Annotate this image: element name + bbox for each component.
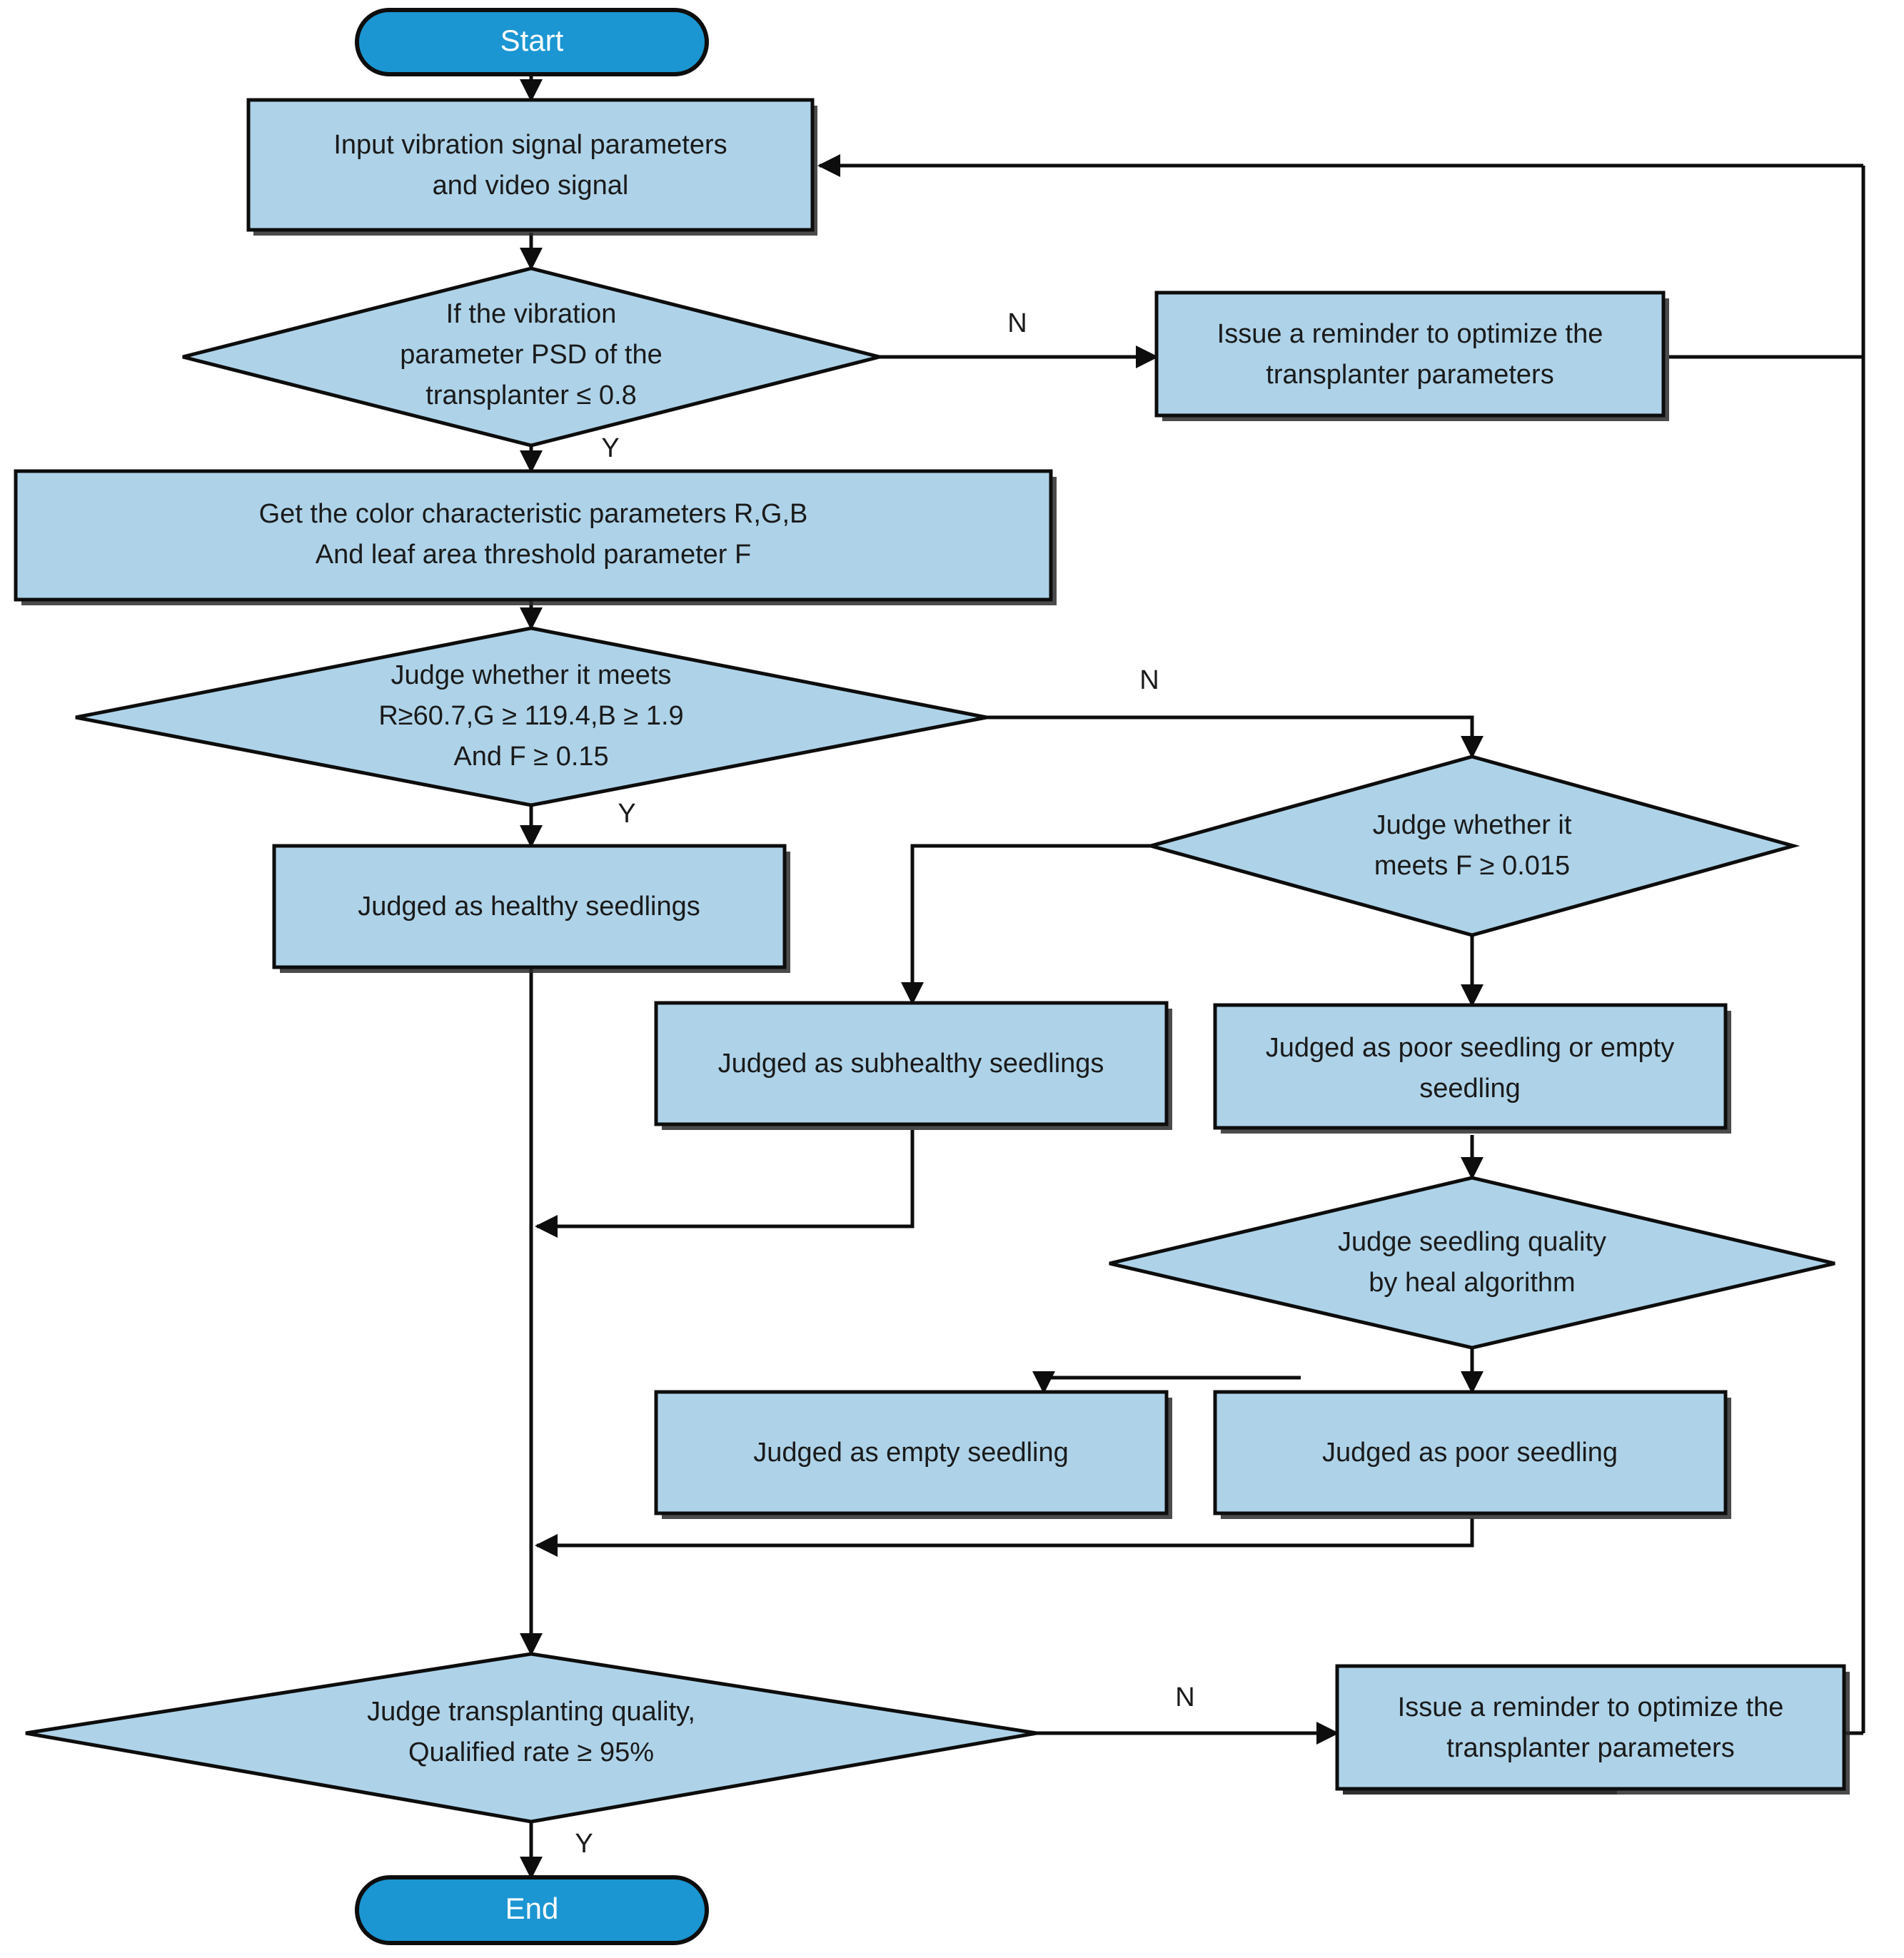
node-decision-psd[interactable]: If the vibration parameter PSD of the tr… — [182, 266, 880, 448]
node-decision-f[interactable]: Judge whether it meets F ≥ 0.015 — [1144, 755, 1800, 937]
reminder-top-line1: Issue a reminder to optimize the — [1217, 319, 1603, 349]
healthy-label: Judged as healthy seedlings — [358, 892, 700, 922]
input-label-line2: and video signal — [433, 171, 629, 201]
decision-psd-line1: If the vibration — [446, 299, 617, 329]
node-poor-or-empty-seedling[interactable]: Judged as poor seedling or empty seedlin… — [1213, 1003, 1731, 1134]
edge-subhealthy-to-spine — [535, 1130, 915, 1238]
decision-heal-shape — [1109, 1176, 1835, 1350]
node-get-color-parameters[interactable]: Get the color characteristic parameters … — [14, 469, 1057, 605]
node-poor-seedling[interactable]: Judged as poor seedling — [1213, 1390, 1731, 1519]
poor-seedling-label: Judged as poor seedling — [1322, 1438, 1618, 1468]
poor-empty-line2: seedling — [1419, 1074, 1521, 1104]
node-subhealthy-seedlings[interactable]: Judged as subhealthy seedlings — [654, 1001, 1172, 1130]
node-reminder-bottom[interactable]: Issue a reminder to optimize the transpl… — [1335, 1664, 1850, 1795]
poor-empty-line1: Judged as poor seedling or empty — [1266, 1033, 1674, 1063]
decision-rgb-line1: Judge whether it meets — [391, 660, 672, 690]
edge-label-rgb-no: N — [1139, 665, 1159, 695]
node-decision-rgb[interactable]: Judge whether it meets R≥60.7,G ≥ 119.4,… — [75, 626, 987, 807]
input-shape — [246, 98, 815, 232]
start-shape — [355, 8, 709, 76]
get-color-line1: Get the color characteristic parameters … — [259, 499, 808, 529]
input-label-line1: Input vibration signal parameters — [333, 130, 727, 160]
decision-heal-line2: by heal algorithm — [1369, 1268, 1575, 1298]
empty-seedling-shape — [654, 1390, 1169, 1515]
edge-label-rgb-yes: Y — [618, 799, 635, 829]
start-label: Start — [500, 24, 564, 57]
node-decision-heal-algorithm[interactable]: Judge seedling quality by heal algorithm — [1109, 1176, 1835, 1350]
poor-seedling-shape — [1213, 1390, 1728, 1515]
decision-heal-line1: Judge seedling quality — [1338, 1227, 1606, 1257]
decision-psd-line3: transplanter ≤ 0.8 — [425, 380, 636, 410]
subhealthy-label: Judged as subhealthy seedlings — [718, 1049, 1104, 1079]
reminder-bottom-shape — [1335, 1664, 1846, 1791]
subhealthy-shape — [654, 1001, 1169, 1126]
reminder-top-line2: transplanter parameters — [1266, 360, 1553, 390]
get-color-line2: And leaf area threshold parameter F — [316, 540, 751, 570]
decision-quality-shape — [25, 1652, 1037, 1824]
decision-f-shape — [1144, 755, 1800, 937]
decision-quality-line1: Judge transplanting quality, — [367, 1697, 695, 1727]
edge-rgb-no-to-decisionf — [987, 715, 1484, 759]
healthy-shape — [272, 844, 787, 969]
decision-rgb-line3: And F ≥ 0.15 — [453, 742, 608, 772]
decision-rgb-shape — [75, 626, 987, 807]
edge-label-psd-yes: Y — [601, 433, 619, 463]
edge-poorseedling-to-spine — [535, 1518, 1474, 1558]
reminder-bottom-line2: transplanter parameters — [1446, 1733, 1734, 1763]
decision-f-line1: Judge whether it — [1373, 810, 1572, 840]
decision-psd-line2: parameter PSD of the — [400, 340, 663, 370]
get-color-shape — [14, 469, 1053, 602]
poor-empty-shape — [1213, 1003, 1728, 1130]
decision-rgb-line2: R≥60.7,G ≥ 119.4,B ≥ 1.9 — [378, 701, 683, 731]
decision-quality-line2: Qualified rate ≥ 95% — [408, 1737, 654, 1767]
node-empty-seedling[interactable]: Judged as empty seedling — [654, 1390, 1172, 1519]
edge-label-quality-yes: Y — [575, 1829, 593, 1859]
edge-label-psd-no: N — [1007, 308, 1027, 338]
node-end[interactable]: End — [355, 1875, 709, 1945]
node-decision-transplanting-quality[interactable]: Judge transplanting quality, Qualified r… — [25, 1652, 1037, 1824]
reminder-top-shape — [1154, 291, 1666, 418]
decision-psd-shape — [182, 266, 880, 448]
decision-f-line2: meets F ≥ 0.015 — [1374, 851, 1570, 881]
edge-decisionf-to-subhealthy — [900, 844, 1151, 1005]
end-label: End — [505, 1892, 559, 1925]
edge-label-quality-no: N — [1175, 1682, 1194, 1712]
end-shape — [355, 1875, 709, 1945]
edge-heal-to-empty — [1032, 1371, 1301, 1394]
connectors — [519, 74, 1865, 1879]
node-reminder-top[interactable]: Issue a reminder to optimize the transpl… — [1154, 291, 1669, 421]
empty-seedling-label: Judged as empty seedling — [753, 1438, 1069, 1468]
node-start[interactable]: Start — [355, 8, 709, 76]
node-input-vibration-signal[interactable]: Input vibration signal parameters and vi… — [246, 98, 817, 236]
reminder-bottom-line1: Issue a reminder to optimize the — [1398, 1692, 1784, 1722]
node-healthy-seedlings[interactable]: Judged as healthy seedlings — [272, 844, 790, 973]
